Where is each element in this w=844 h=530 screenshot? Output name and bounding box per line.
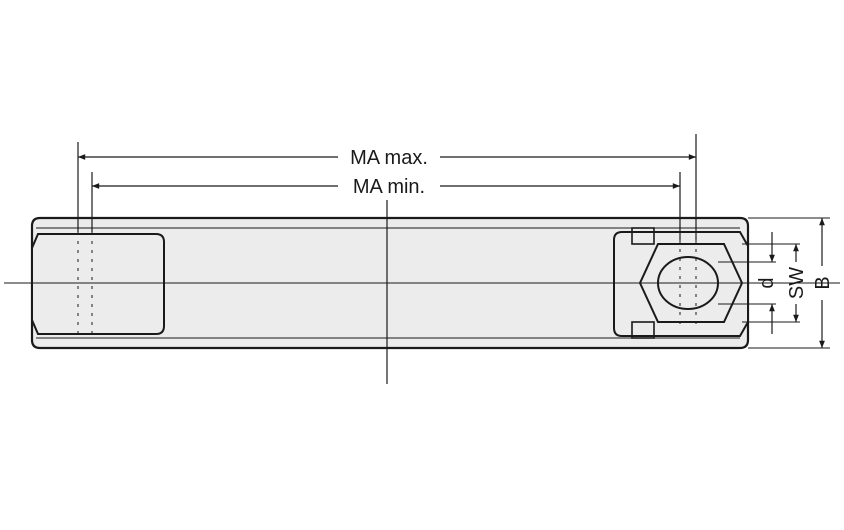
ma-min-label: MA min. (353, 176, 425, 198)
b-dimension: B (812, 218, 834, 348)
ma-min-dimension: MA min. (91, 176, 680, 198)
ma-max-dimension: MA max. (77, 147, 696, 169)
b-label: B (812, 276, 834, 289)
ma-max-label: MA max. (350, 147, 428, 169)
d-label: d (756, 277, 778, 288)
sw-label: SW (786, 267, 808, 299)
left-socket (31, 232, 165, 336)
sw-dimension: SW (786, 244, 808, 322)
d-dimension: d (756, 232, 778, 334)
